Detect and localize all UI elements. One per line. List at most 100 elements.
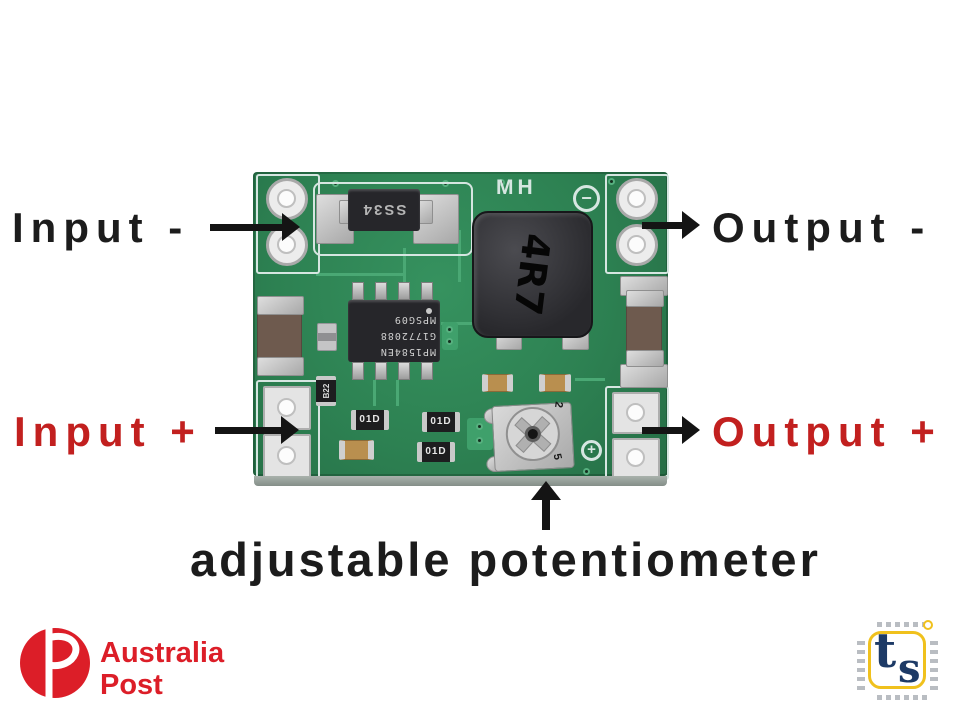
australia-post-line1: Australia [100,637,225,669]
chip-pin [904,695,909,700]
chip-pin [930,641,938,645]
chip-pin [930,668,938,672]
via [583,468,590,475]
chip-pin [913,695,918,700]
label-potentiometer: adjustable potentiometer [190,533,821,586]
ic-pin1-dot [426,308,432,314]
pot-digit-top: 2 [552,400,565,409]
capacitor-terminal [626,290,664,307]
chip-pin [857,686,865,690]
australia-post-monogram-icon [20,628,90,698]
pad-hole [277,189,296,208]
resistor-b22: B22 [316,376,336,406]
chip-pin [895,622,900,627]
arrow-head [281,416,299,444]
label-input-minus: Input - [12,204,190,251]
chip-pin [857,677,865,681]
diode-marking: SS34 [361,201,407,219]
label-output-plus: Output + [712,408,942,455]
pcb-trace [575,378,605,381]
chip-pin [930,650,938,654]
chip-pin [886,622,891,627]
diode-silkscreen-outline [313,182,473,256]
polarity-minus-icon: − [573,185,600,212]
chip-pin [913,622,918,627]
capacitor-terminal [257,357,304,376]
via [608,178,615,185]
pcb-module: SS34 MH − 4R7 MP1584EN G1772088 MPSG09 [253,172,669,486]
capacitor-terminal [626,350,664,367]
label-input-plus: Input + [14,408,202,455]
ic-pin [375,282,387,300]
via [476,437,483,444]
pad-hole [627,189,646,208]
input-capacitor [257,296,304,376]
pcb-trace [403,248,406,282]
inductor-marking: 4R7 [505,231,560,318]
ic-pin [375,362,387,380]
pcb-bottom-edge [254,476,667,486]
arrow-shaft [542,498,550,530]
australia-post-wordmark: Australia Post [100,637,225,702]
resistor-01d: 01D [351,410,389,430]
chip-pin [895,695,900,700]
via [446,338,453,345]
ceramic-capacitor [482,374,513,392]
pad-hole [277,398,296,417]
output-minus-pad-1 [616,178,658,220]
chip-pin [857,641,865,645]
ts-letter-t: t [874,623,897,679]
arrow-head [682,416,700,444]
ic-marking-line2: G1772088 [379,330,436,341]
capacitor-band [318,333,336,341]
resistor-b22-marking: B22 [321,383,331,399]
ts-logo: t s [850,615,950,715]
pad-hole [627,235,646,254]
ic-pin [398,362,410,380]
input-minus-arrow-icon [210,213,300,241]
resistor-01d: 01D [422,412,460,432]
pin1-marker-icon [923,620,933,630]
via [446,326,453,333]
chip-pin [857,668,865,672]
ic-pin [352,362,364,380]
chip-pin [877,695,882,700]
arrow-shaft [642,427,684,434]
arrow-head [282,213,300,241]
ic-marking-line1: MP1584EN [379,346,436,357]
capacitor-terminal [257,296,304,315]
output-plus-arrow-icon [642,416,700,444]
chip-pin [930,677,938,681]
silkscreen-mh-label: MH [496,176,537,199]
pad-hole [626,403,645,422]
chip-pin [857,650,865,654]
chip-pin [886,695,891,700]
chip-pin [930,686,938,690]
ceramic-capacitor [339,440,374,460]
resistor-01d: 01D [417,442,455,462]
pad-hole [277,446,296,465]
capacitor-solder-pad [620,364,668,388]
via [476,423,483,430]
pad-hole [626,448,645,467]
potentiometer-arrow-icon [531,481,561,530]
pcb-trace [373,380,376,406]
pcb-trace [458,230,461,282]
pcb-trace [396,380,399,406]
chip-pin [857,659,865,663]
ic-pin [421,282,433,300]
ic-pin [398,282,410,300]
via-pad [442,322,458,350]
output-minus-arrow-icon [642,211,700,239]
ic-mp1584: MP1584EN G1772088 MPSG09 [348,300,440,362]
ts-letter-s: s [898,645,921,692]
output-plus-pad-2 [612,438,660,478]
chip-pin [877,622,882,627]
label-output-minus: Output - [712,204,932,251]
via [498,179,505,186]
chip-pin [922,695,927,700]
ic-marking-line3: MPSG09 [393,314,436,325]
chip-pin [904,622,909,627]
ic-pin [421,362,433,380]
